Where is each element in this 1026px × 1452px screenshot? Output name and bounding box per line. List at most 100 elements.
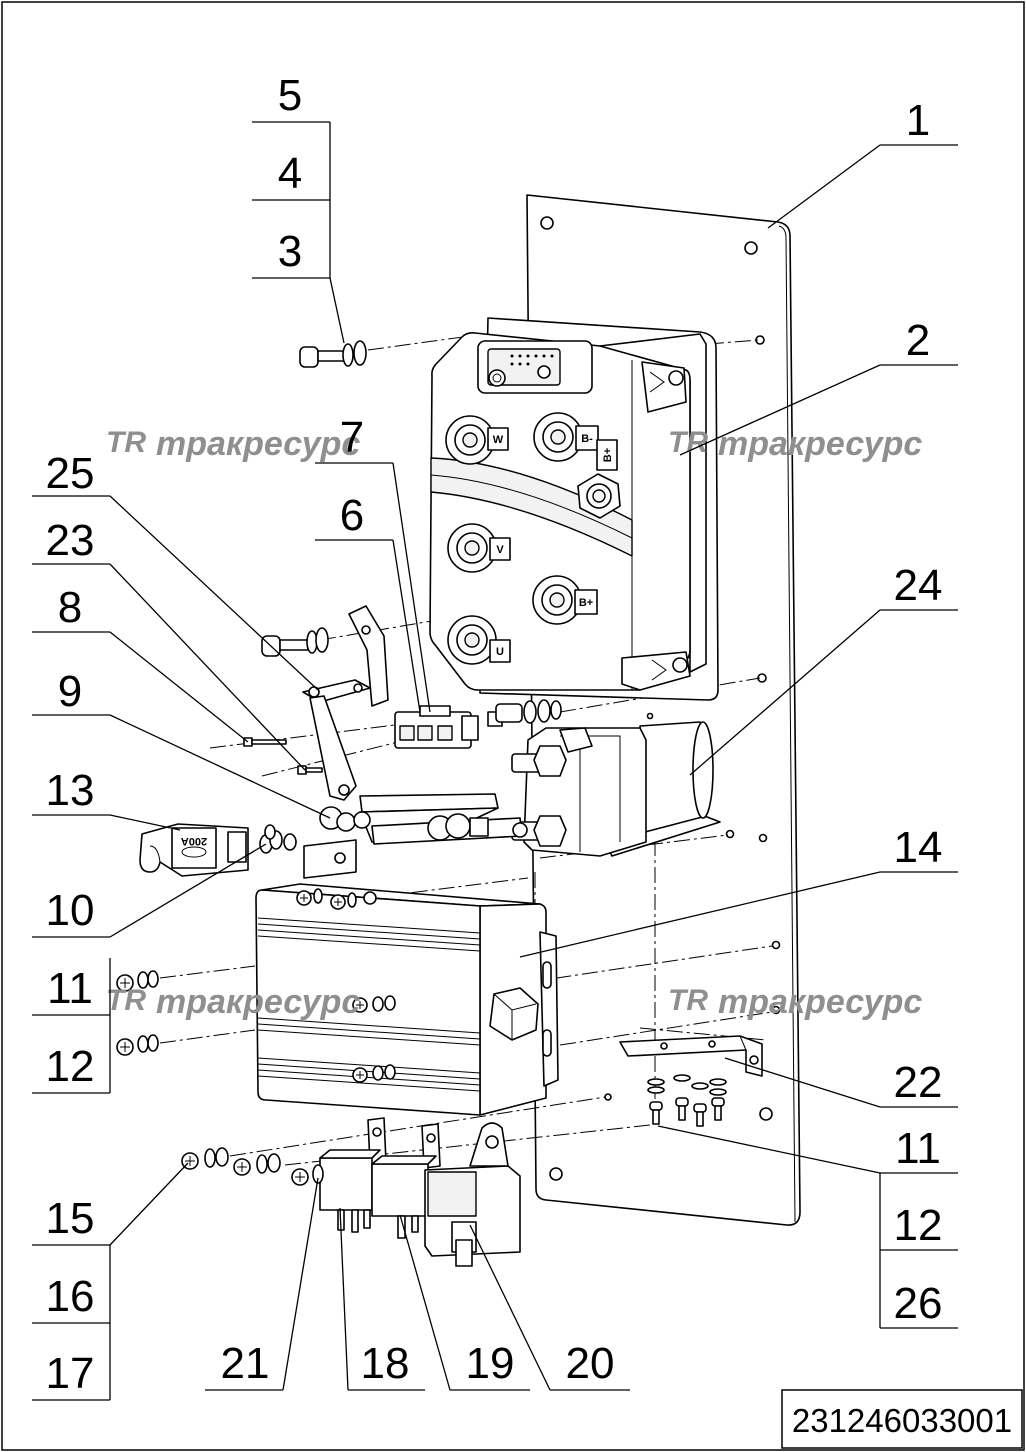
callout-23: 23	[32, 516, 306, 771]
contactor-stud-top	[511, 745, 567, 777]
screw-15	[181, 1147, 229, 1170]
pin-8	[243, 737, 287, 747]
callout-label: 22	[894, 1058, 943, 1107]
drawing-number-box: 231246033001	[781, 1389, 1023, 1449]
callout-label: 16	[46, 1272, 95, 1321]
fuse-holder-7	[394, 705, 503, 749]
callout-9: 9	[32, 667, 331, 819]
screws-11-12-26	[647, 1074, 727, 1127]
callout-20: 20	[469, 1224, 630, 1391]
callout-22: 22	[724, 1057, 958, 1108]
callout-label: 23	[46, 516, 95, 565]
callout-label: 12	[894, 1201, 943, 1250]
watermark-logo: TR	[668, 984, 708, 1017]
drawing-number: 231246033001	[792, 1402, 1012, 1439]
watermark-3: TR тракресурс	[106, 983, 360, 1021]
terminal-b-plus-top-label: B+	[602, 448, 614, 462]
callout-label: 17	[46, 1349, 95, 1398]
callout-group-11-12-left: 11 12	[32, 958, 111, 1094]
callout-label: 11	[47, 964, 93, 1013]
signal-connector	[477, 340, 593, 394]
callout-label: 21	[221, 1339, 270, 1388]
callout-label: 9	[58, 667, 82, 716]
callout-label: 8	[58, 583, 82, 632]
watermark-1: TR тракресурс	[106, 425, 360, 463]
terminal-v-label: V	[496, 544, 504, 556]
callout-19: 19	[399, 1214, 530, 1391]
relay-19	[371, 1123, 441, 1239]
callout-1: 1	[767, 96, 958, 229]
callout-label: 13	[46, 766, 95, 815]
callout-2: 2	[679, 316, 958, 456]
screw-3	[299, 340, 367, 368]
callout-group-5-4-3: 5 4 3	[252, 71, 345, 344]
watermark-text: тракресурс	[718, 983, 922, 1021]
callout-18: 18	[339, 1207, 425, 1391]
terminal-b-minus-label: B-	[581, 433, 593, 445]
callout-label: 3	[278, 227, 302, 276]
callout-6: 6	[315, 491, 421, 713]
callout-label: 1	[906, 96, 930, 145]
watermark-text: тракресурс	[156, 983, 360, 1021]
terminal-b-minus: B-	[533, 412, 599, 462]
motor-controller: W B- B+ V B+ U	[429, 317, 719, 701]
callout-label: 2	[906, 316, 930, 365]
callout-21: 21	[205, 1177, 319, 1391]
callout-label: 6	[340, 491, 364, 540]
watermark-logo: TR	[106, 426, 146, 459]
watermark-4: TR тракресурс	[668, 983, 922, 1021]
watermark-2: TR тракресурс	[668, 425, 922, 463]
screw-16	[233, 1153, 281, 1176]
callout-label: 11	[895, 1124, 941, 1173]
terminal-w: W	[445, 415, 509, 465]
relay-20	[424, 1122, 521, 1267]
callout-label: 10	[46, 886, 95, 935]
watermark-logo: TR	[668, 426, 708, 459]
watermark-text: тракресурс	[156, 425, 360, 463]
callout-label: 15	[46, 1194, 95, 1243]
terminal-v: V	[447, 523, 511, 573]
callout-label: 14	[894, 823, 943, 872]
nut-washer-set	[495, 699, 562, 724]
callout-label: 5	[278, 71, 302, 120]
finned-module-14	[255, 883, 559, 1116]
callout-13: 13	[32, 766, 181, 831]
bracket-22	[619, 1035, 763, 1077]
callout-label: 12	[46, 1042, 95, 1091]
bracket-6	[348, 605, 389, 707]
bracket-25	[302, 679, 371, 801]
terminal-b-plus-top: B+	[577, 439, 621, 519]
callout-8: 8	[32, 583, 249, 743]
callout-group-11-12-26-right: 11 12 26	[657, 1124, 958, 1329]
watermark-logo: TR	[106, 984, 146, 1017]
callout-label: 19	[466, 1339, 515, 1388]
screws-on-module	[296, 888, 396, 1083]
callout-label: 20	[566, 1339, 615, 1388]
callout-7: 7	[315, 413, 431, 713]
callout-14: 14	[519, 823, 958, 958]
callout-24: 24	[689, 561, 958, 776]
contactor	[511, 721, 721, 857]
terminal-b-plus-low-label: B+	[579, 597, 593, 609]
callout-label: 26	[894, 1279, 943, 1328]
callout-10: 10	[32, 843, 267, 938]
terminal-u: U	[447, 615, 511, 665]
callout-label: 24	[894, 561, 943, 610]
callout-label: 25	[46, 449, 95, 498]
terminal-w-label: W	[493, 434, 504, 446]
callout-label: 18	[361, 1339, 410, 1388]
washer-10	[259, 824, 297, 854]
callout-25: 25	[32, 449, 319, 691]
watermark-text: тракресурс	[718, 425, 922, 463]
screw-11-left	[116, 970, 159, 992]
fuse-bracket-13: 200A	[139, 823, 249, 877]
screw-17	[291, 1164, 324, 1186]
terminal-b-plus-low: B+	[532, 575, 598, 625]
screw-12-left	[116, 1034, 159, 1056]
callout-label: 4	[278, 149, 302, 198]
fuse-rating: 200A	[181, 835, 207, 847]
callout-label: 7	[340, 413, 364, 462]
fuse-body-9	[303, 793, 528, 879]
callout-group-15-16-17: 15 16 17	[32, 1162, 189, 1401]
